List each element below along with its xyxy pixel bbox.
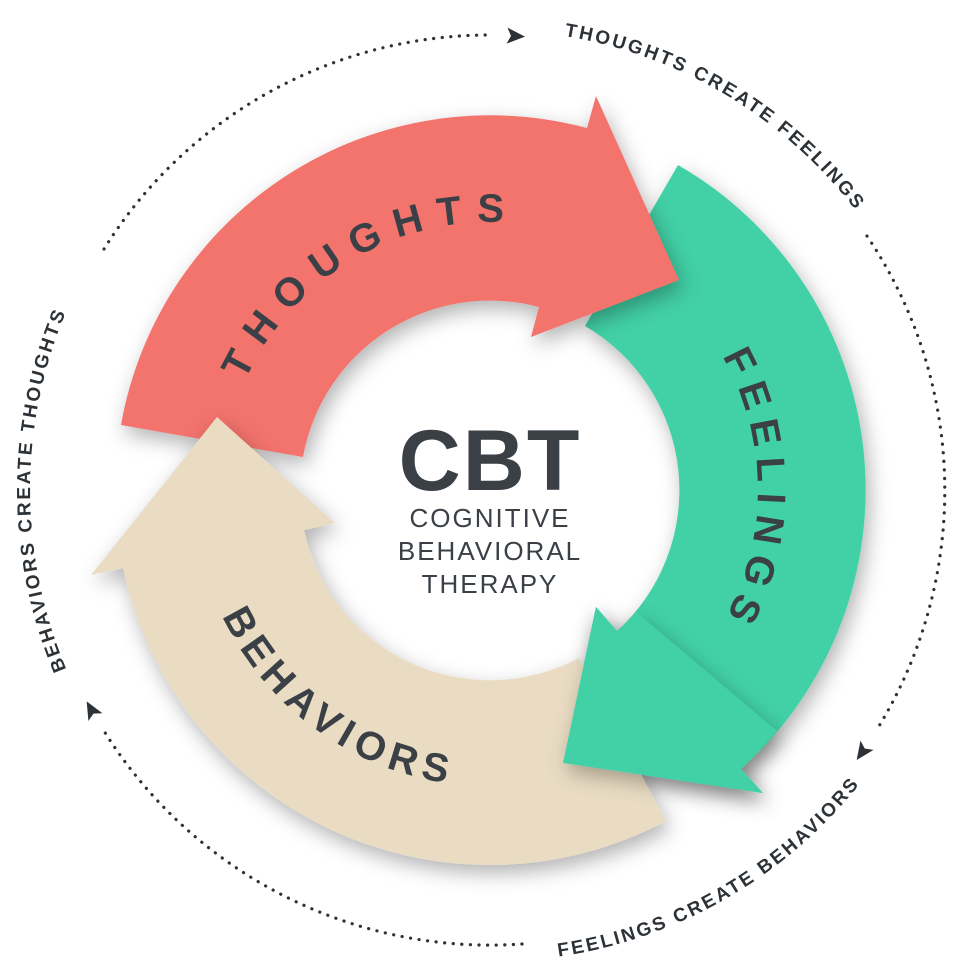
thoughts-arrow [121, 96, 679, 457]
behaviors-arrow [91, 417, 666, 865]
center-subtitle-line-2: BEHAVIORAL [398, 536, 582, 566]
center-subtitle-line-1: COGNITIVE [409, 503, 570, 533]
caption-behaviors-create-thoughts: BEHAVIORS CREATE THOUGHTS [14, 305, 71, 675]
cycle-arrows [91, 96, 866, 865]
dotted-cycle-ring [86, 27, 947, 947]
flow-arrowhead-left-icon [86, 701, 103, 722]
flow-arrowhead-right-icon [856, 740, 874, 761]
center-subtitle-line-3: THERAPY [422, 569, 559, 599]
dotted-arc-bottom-to-left [102, 729, 524, 947]
feelings-arrow-head-patch [563, 607, 777, 793]
center-title: CBT [399, 413, 582, 509]
flow-arrowhead-top-icon [506, 27, 525, 44]
dotted-arc-top-to-right [865, 234, 947, 733]
center-block: CBT COGNITIVE BEHAVIORAL THERAPY [398, 413, 582, 599]
dotted-arc-left-to-top [102, 33, 492, 251]
